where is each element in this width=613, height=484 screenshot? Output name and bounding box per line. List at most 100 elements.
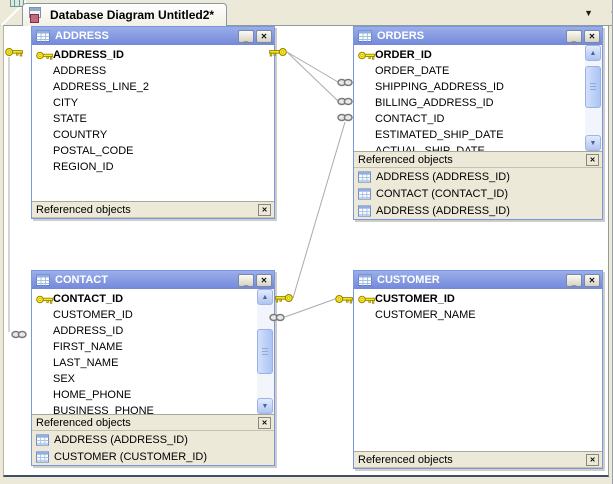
window-title: CONTACT: [55, 274, 108, 286]
primary-key-icon: [36, 50, 53, 61]
column-row[interactable]: CITY: [53, 97, 79, 109]
relationship-many-icon[interactable]: [337, 97, 353, 106]
panel-close-icon[interactable]: ✕: [258, 416, 271, 429]
column-row[interactable]: CONTACT_ID: [32, 291, 274, 307]
column-row[interactable]: ORDER_DATE: [375, 65, 450, 77]
diagram-canvas[interactable]: ADDRESS _ ✕ ADDRESS_ID ADDRESS ADDRESS_L…: [3, 26, 609, 477]
referenced-objects-bar: Referenced objects ✕: [32, 201, 274, 218]
column-row[interactable]: HOME_PHONE: [53, 389, 132, 401]
referenced-objects-bar: Referenced objects ✕: [354, 451, 602, 468]
table-icon: [36, 433, 49, 446]
scroll-down-icon[interactable]: ▼: [257, 398, 273, 414]
referenced-objects-bar: Referenced objects ✕: [32, 414, 274, 431]
referenced-object-item[interactable]: CONTACT (CONTACT_ID): [354, 185, 602, 202]
tab-database-diagram[interactable]: Database Diagram Untitled2*: [22, 3, 228, 26]
minimize-button[interactable]: _: [566, 273, 582, 287]
tab-strip: Database Diagram Untitled2* ▼ ◄: [0, 0, 612, 26]
scrollbar-thumb[interactable]: [585, 66, 601, 108]
column-row[interactable]: BUSINESS_PHONE: [53, 405, 154, 414]
customer-titlebar[interactable]: CUSTOMER _ ✕: [354, 271, 602, 289]
referenced-objects-list: ADDRESS (ADDRESS_ID) CONTACT (CONTACT_ID…: [354, 168, 602, 219]
referenced-objects-label: Referenced objects: [36, 416, 131, 429]
relationship-many-icon[interactable]: [337, 113, 353, 122]
scroll-up-icon[interactable]: ▲: [585, 45, 601, 61]
relationship-key-icon[interactable]: [335, 294, 353, 304]
column-row[interactable]: ADDRESS_ID: [32, 47, 274, 63]
referenced-objects-label: Referenced objects: [358, 153, 453, 166]
relationship-key-icon[interactable]: [5, 47, 23, 57]
table-icon: [358, 30, 372, 42]
table-window-orders[interactable]: ORDERS _ ✕ ORDER_ID ORDER_DATE SHIPPING_…: [353, 26, 603, 220]
minimize-button[interactable]: _: [566, 29, 582, 43]
panel-close-icon[interactable]: ✕: [586, 153, 599, 166]
database-diagram-icon: [28, 7, 44, 23]
relationship-lines: [8, 51, 346, 332]
tab-scroll-left-icon[interactable]: ◄: [609, 7, 612, 18]
scroll-down-icon[interactable]: ▼: [585, 135, 601, 151]
referenced-objects-bar: Referenced objects ✕: [354, 151, 602, 168]
column-row[interactable]: SEX: [53, 373, 76, 385]
primary-key-icon: [36, 294, 53, 305]
address-titlebar[interactable]: ADDRESS _ ✕: [32, 27, 274, 45]
column-row[interactable]: SHIPPING_ADDRESS_ID: [375, 81, 504, 93]
vertical-scrollbar[interactable]: ▲ ▼: [257, 289, 274, 414]
referenced-objects-list: ADDRESS (ADDRESS_ID) CUSTOMER (CUSTOMER_…: [32, 431, 274, 465]
relationship-key-icon[interactable]: [275, 293, 293, 303]
referenced-object-item[interactable]: ADDRESS (ADDRESS_ID): [354, 168, 602, 185]
column-row[interactable]: ADDRESS_ID: [53, 325, 124, 337]
panel-close-icon[interactable]: ✕: [586, 453, 599, 466]
close-button[interactable]: ✕: [256, 273, 272, 287]
close-button[interactable]: ✕: [256, 29, 272, 43]
column-list: CONTACT_ID CUSTOMER_ID ADDRESS_ID FIRST_…: [32, 289, 274, 414]
table-icon: [358, 170, 371, 183]
referenced-object-item[interactable]: ADDRESS (ADDRESS_ID): [354, 202, 602, 219]
scroll-up-icon[interactable]: ▲: [257, 289, 273, 305]
tab-title: Database Diagram Untitled2*: [50, 8, 215, 22]
column-row[interactable]: ORDER_ID: [354, 47, 602, 63]
window-title: ORDERS: [377, 30, 425, 42]
column-row[interactable]: FIRST_NAME: [53, 341, 123, 353]
vertical-scrollbar[interactable]: ▲ ▼: [585, 45, 602, 151]
minimize-button[interactable]: _: [238, 29, 254, 43]
column-row[interactable]: ADDRESS: [53, 65, 107, 77]
column-row[interactable]: ACTUAL_SHIP_DATE: [375, 145, 485, 151]
minimize-button[interactable]: _: [238, 273, 254, 287]
column-row[interactable]: POSTAL_CODE: [53, 145, 134, 157]
panel-close-icon[interactable]: ✕: [258, 203, 271, 216]
table-window-customer[interactable]: CUSTOMER _ ✕ CUSTOMER_ID CUSTOMER_NAME R…: [353, 270, 603, 469]
table-icon: [358, 187, 371, 200]
relationship-many-icon[interactable]: [269, 313, 285, 322]
referenced-objects-label: Referenced objects: [358, 453, 453, 466]
column-row[interactable]: CONTACT_ID: [375, 113, 445, 125]
column-row[interactable]: COUNTRY: [53, 129, 108, 141]
column-row[interactable]: ADDRESS_LINE_2: [53, 81, 149, 93]
column-list: CUSTOMER_ID CUSTOMER_NAME: [354, 289, 602, 451]
close-button[interactable]: ✕: [584, 273, 600, 287]
column-row[interactable]: CUSTOMER_ID: [53, 309, 133, 321]
relationship-key-icon[interactable]: [269, 47, 287, 57]
contact-titlebar[interactable]: CONTACT _ ✕: [32, 271, 274, 289]
relationship-many-icon[interactable]: [11, 330, 27, 339]
orders-titlebar[interactable]: ORDERS _ ✕: [354, 27, 602, 45]
column-row[interactable]: LAST_NAME: [53, 357, 119, 369]
table-icon: [36, 450, 49, 463]
column-row[interactable]: REGION_ID: [53, 161, 114, 173]
column-row[interactable]: ESTIMATED_SHIP_DATE: [375, 129, 504, 141]
referenced-object-item[interactable]: ADDRESS (ADDRESS_ID): [32, 431, 274, 448]
close-button[interactable]: ✕: [584, 29, 600, 43]
table-window-address[interactable]: ADDRESS _ ✕ ADDRESS_ID ADDRESS ADDRESS_L…: [31, 26, 275, 219]
column-list: ADDRESS_ID ADDRESS ADDRESS_LINE_2 CITY S…: [32, 45, 274, 201]
table-window-contact[interactable]: CONTACT _ ✕ CONTACT_ID CUSTOMER_ID ADDRE…: [31, 270, 275, 466]
scrollbar-thumb[interactable]: [257, 329, 273, 374]
relationship-many-icon[interactable]: [337, 78, 353, 87]
primary-key-icon: [358, 50, 375, 61]
window-title: ADDRESS: [55, 30, 109, 42]
column-row[interactable]: CUSTOMER_NAME: [375, 309, 476, 321]
column-row[interactable]: BILLING_ADDRESS_ID: [375, 97, 494, 109]
table-icon: [358, 274, 372, 286]
tab-list-dropdown-icon[interactable]: ▼: [584, 8, 593, 18]
referenced-object-item[interactable]: CUSTOMER (CUSTOMER_ID): [32, 448, 274, 465]
table-icon: [36, 30, 50, 42]
column-row[interactable]: CUSTOMER_ID: [354, 291, 602, 307]
column-row[interactable]: STATE: [53, 113, 87, 125]
